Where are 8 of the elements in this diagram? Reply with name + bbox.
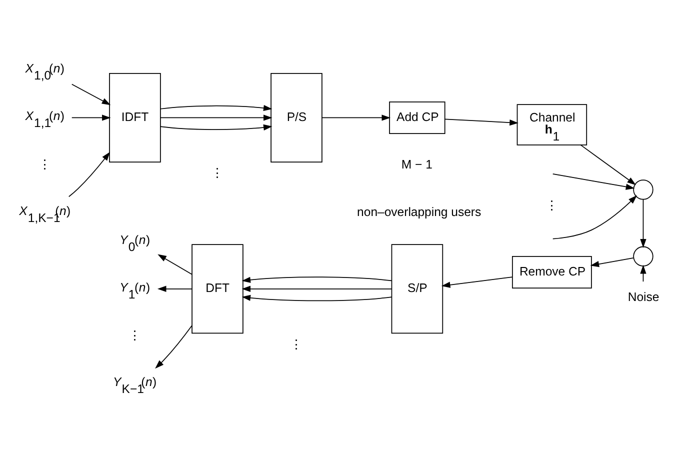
label: ⋮ xyxy=(38,157,50,172)
label: non–overlapping users xyxy=(357,204,482,219)
label: ⋮ xyxy=(545,198,558,213)
label: M − 1 xyxy=(401,157,432,172)
label: ⋮ xyxy=(128,328,140,343)
node-text: Noise xyxy=(628,290,660,304)
label: ⋮ xyxy=(210,166,223,180)
label: ⋮ xyxy=(290,337,302,352)
